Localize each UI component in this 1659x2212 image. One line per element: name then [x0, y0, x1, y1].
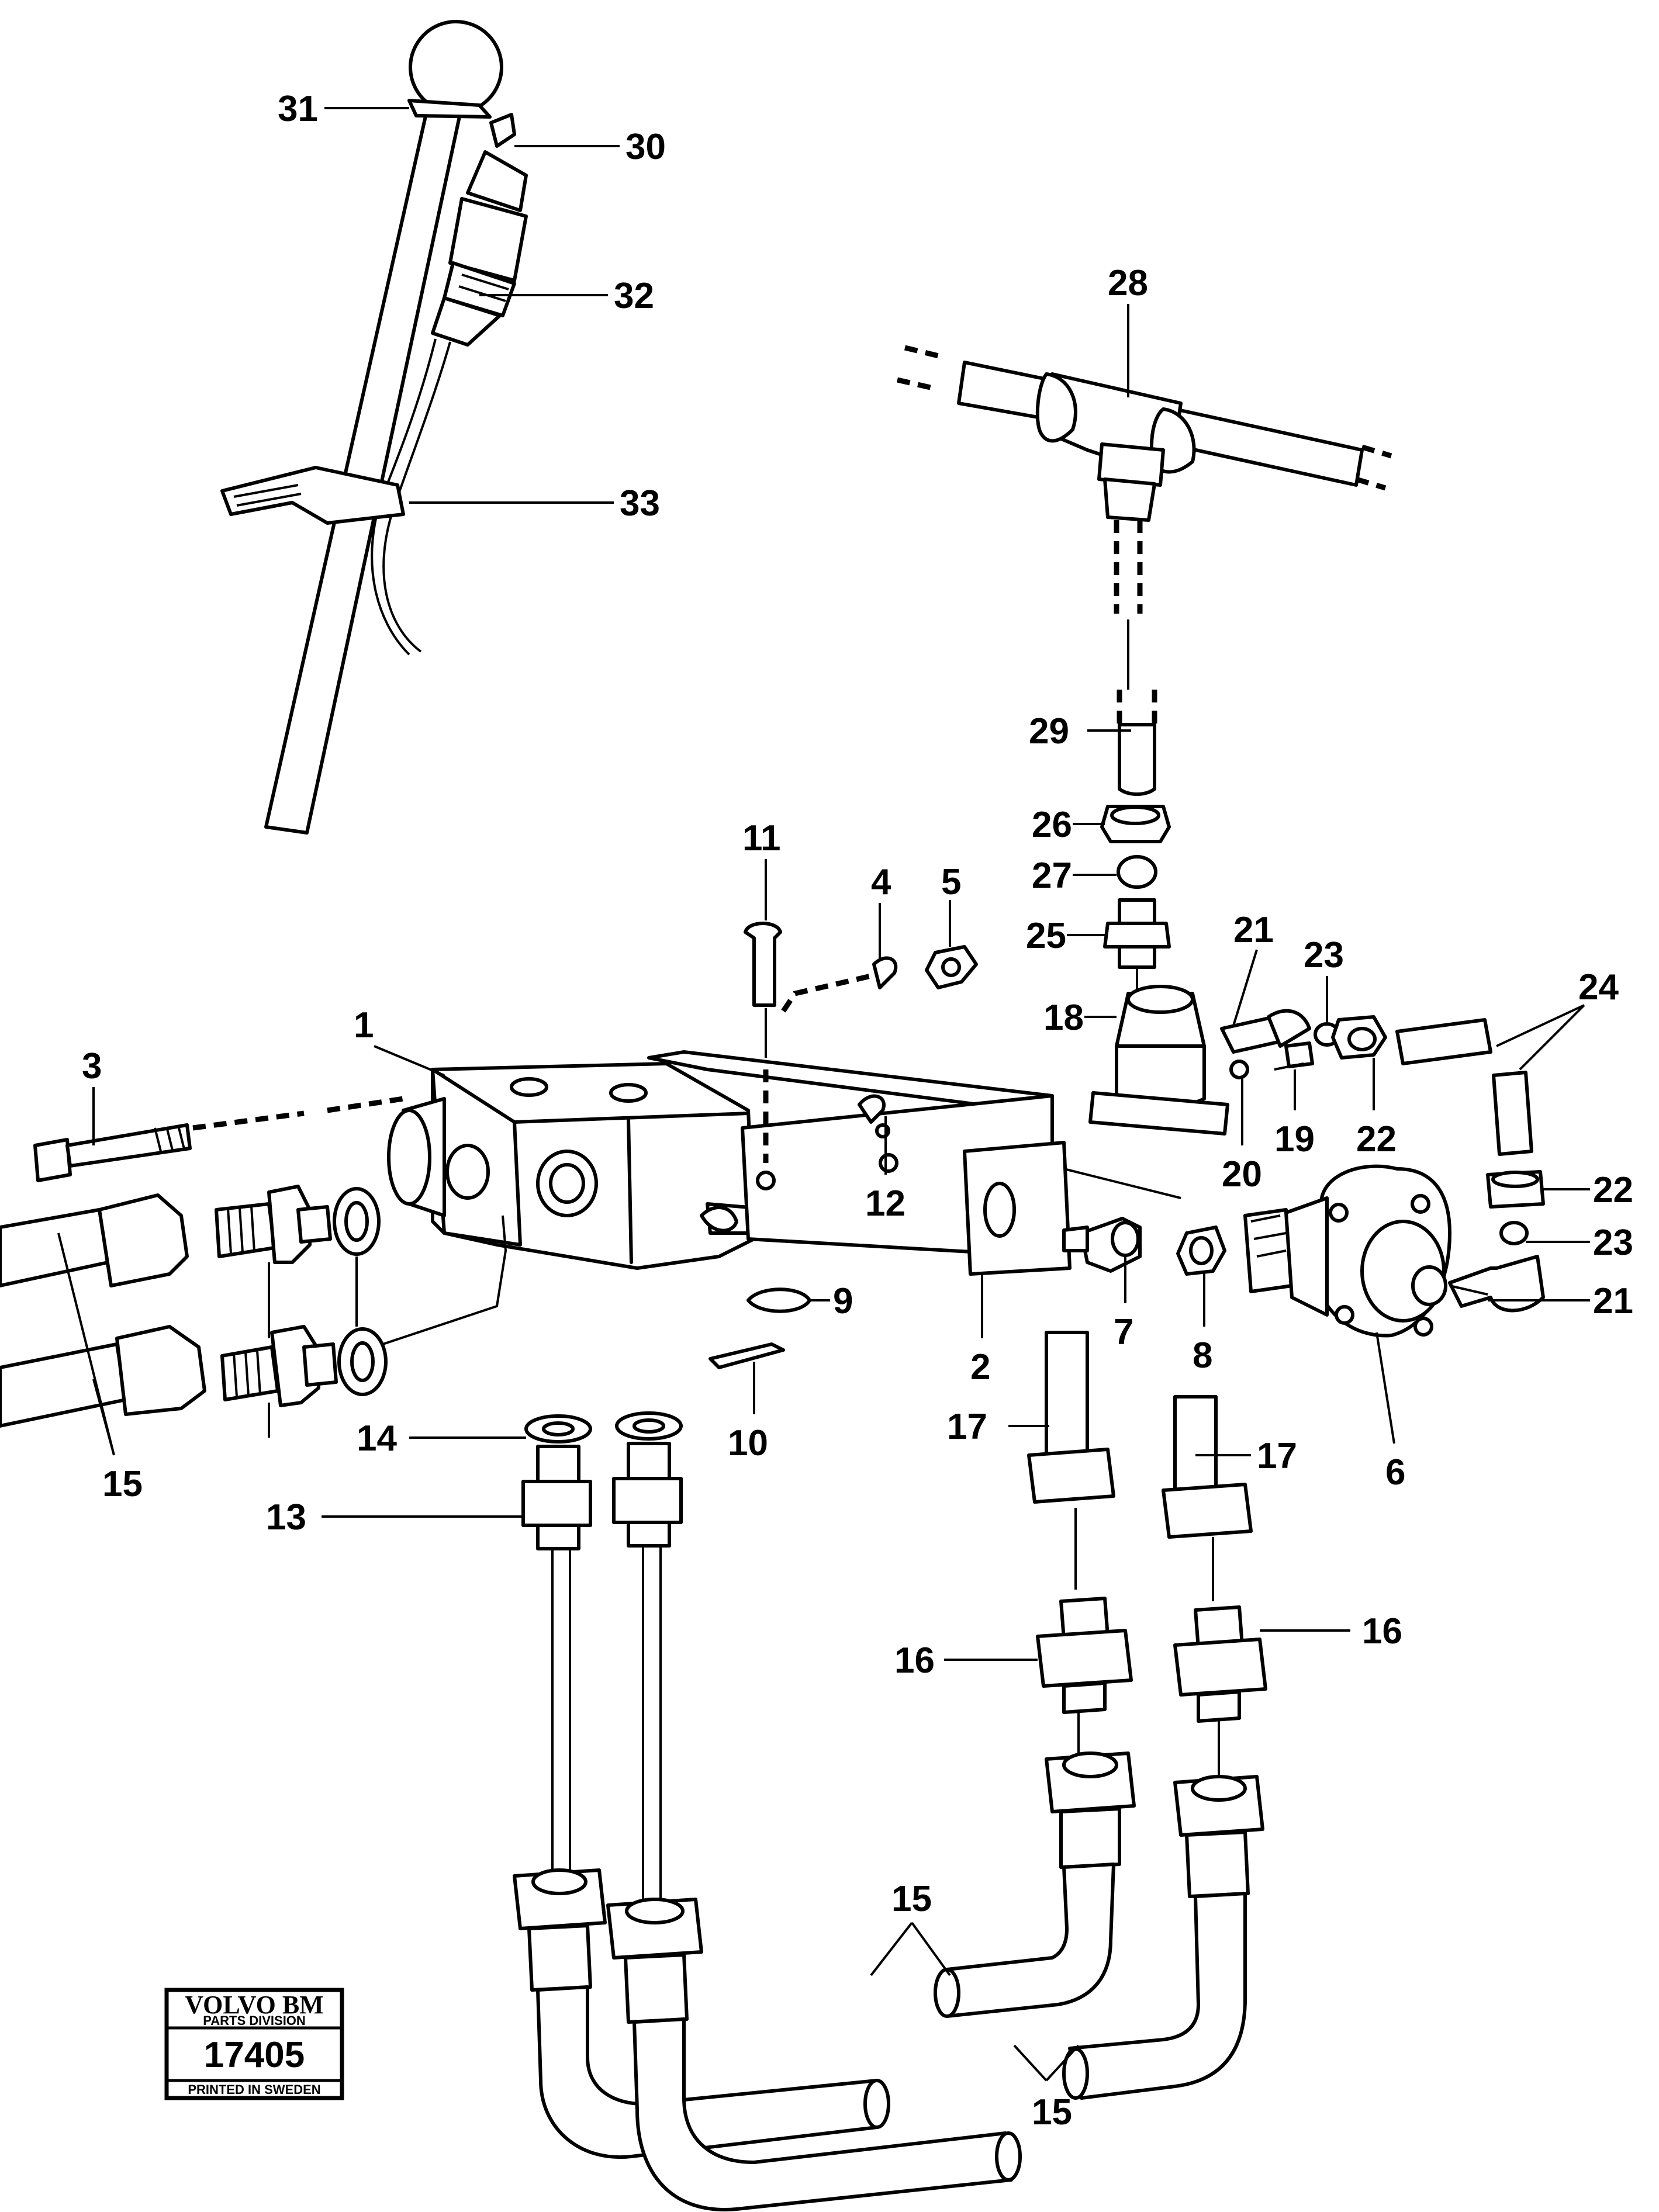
callout-19: 19 — [1274, 1119, 1315, 1159]
callout-17-left: 17 — [947, 1407, 987, 1447]
callout-9: 9 — [833, 1281, 853, 1321]
stamp-number: 17405 — [204, 2035, 305, 2075]
callout-29: 29 — [1029, 711, 1069, 752]
callout-27: 27 — [1032, 856, 1072, 896]
valve-block — [387, 1062, 788, 1270]
callout-32: 32 — [614, 276, 654, 316]
callout-16-right: 16 — [1362, 1611, 1402, 1652]
lever-assembly — [220, 20, 528, 835]
callout-28: 28 — [1108, 263, 1148, 303]
callout-13: 13 — [266, 1497, 306, 1538]
callout-23-upper: 23 — [1304, 935, 1344, 975]
callout-30: 30 — [625, 127, 666, 167]
callout-3: 3 — [82, 1046, 102, 1086]
callout-21-lower: 21 — [1593, 1281, 1633, 1321]
leader-lines — [57, 107, 1590, 2082]
callout-1: 1 — [354, 1005, 374, 1046]
callout-7: 7 — [1114, 1312, 1133, 1352]
callout-16-left: 16 — [894, 1640, 935, 1681]
callout-18: 18 — [1043, 998, 1084, 1038]
callout-22-upper: 22 — [1356, 1119, 1397, 1159]
callout-8: 8 — [1193, 1335, 1212, 1376]
callout-6: 6 — [1385, 1452, 1405, 1493]
callout-31: 31 — [278, 89, 318, 129]
callout-14: 14 — [357, 1418, 397, 1459]
check-valve-stack — [1088, 690, 1545, 1313]
callout-24: 24 — [1578, 967, 1619, 1008]
callout-2: 2 — [970, 1347, 990, 1387]
callout-22-lower: 22 — [1593, 1170, 1633, 1210]
callout-21-upper: 21 — [1233, 910, 1274, 950]
stamp-brand: VOLVO BM — [185, 1991, 323, 2019]
mounting-plate — [647, 1050, 1072, 1276]
fasteners — [708, 922, 978, 1369]
callout-12: 12 — [865, 1183, 905, 1224]
bottom-hoses — [513, 1331, 1267, 2211]
callout-25: 25 — [1026, 916, 1066, 956]
callout-26: 26 — [1032, 805, 1072, 845]
callout-20: 20 — [1222, 1154, 1262, 1195]
callout-17-right: 17 — [1257, 1436, 1297, 1476]
callout-23-lower: 23 — [1593, 1223, 1633, 1263]
callout-15-left: 15 — [102, 1464, 143, 1504]
callout-15-bottom: 15 — [1032, 2092, 1072, 2133]
callout-15-mid: 15 — [891, 1879, 932, 1919]
callout-10: 10 — [728, 1423, 768, 1463]
callout-5: 5 — [941, 862, 961, 902]
parts-stamp: VOLVO BM PARTS DIVISION 17405 PRINTED IN… — [164, 1988, 344, 2100]
stamp-division: PARTS DIVISION — [203, 2013, 306, 2028]
callout-4: 4 — [871, 862, 891, 902]
callout-33: 33 — [620, 483, 660, 524]
callout-labels: 31 30 32 33 28 29 26 27 25 11 4 5 21 23 … — [82, 89, 1633, 2133]
callout-11: 11 — [742, 818, 781, 859]
tee-fitting-assembly — [896, 345, 1392, 690]
stamp-printed: PRINTED IN SWEDEN — [188, 2082, 320, 2097]
left-hoses — [0, 1096, 507, 1428]
actuator-assembly — [1062, 1164, 1488, 1338]
